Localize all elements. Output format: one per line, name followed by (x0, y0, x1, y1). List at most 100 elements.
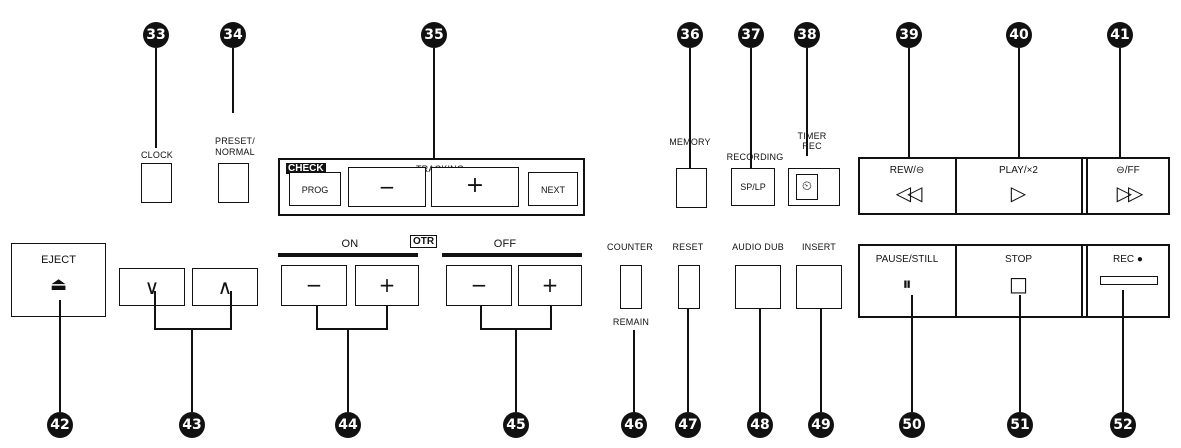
leader-line (515, 328, 517, 412)
callout-38: 38 (794, 22, 820, 48)
transport-bottom-panel (858, 244, 1170, 318)
memory-button[interactable] (676, 168, 707, 208)
callout-45: 45 (503, 412, 529, 438)
off-bar (442, 253, 582, 257)
pause-icon: ⏸ (902, 274, 912, 295)
otr-label: OTR (410, 235, 438, 248)
leader-line (689, 48, 691, 170)
eject-button[interactable]: EJECT ⏏ (11, 243, 106, 317)
divider (1081, 244, 1083, 318)
leader-line (633, 330, 635, 412)
leader-line (1018, 48, 1020, 158)
leader-line (550, 306, 552, 330)
divider (955, 244, 957, 318)
next-label: NEXT (540, 185, 565, 195)
clock-label: CLOCK (140, 150, 173, 160)
check-label: CHECK (286, 163, 326, 174)
on-minus-button[interactable]: − (281, 265, 347, 306)
next-button[interactable]: NEXT (528, 172, 578, 206)
memory-label: MEMORY (669, 137, 711, 147)
divider (1086, 157, 1088, 215)
callout-44: 44 (335, 412, 361, 438)
remain-label: REMAIN (612, 317, 650, 327)
pause-still-button[interactable]: PAUSE/STILL ⏸ (860, 246, 954, 316)
callout-50: 50 (899, 412, 925, 438)
preset-normal-button[interactable] (218, 163, 249, 203)
stop-label: STOP (1004, 254, 1033, 265)
leader-line (1119, 48, 1121, 158)
off-minus-button[interactable]: − (446, 265, 512, 306)
divider (1086, 244, 1088, 318)
leader-line (155, 48, 157, 148)
stop-icon: □ (1009, 272, 1028, 296)
timer-label-line1: TIMER (797, 131, 827, 141)
callout-40: 40 (1006, 22, 1032, 48)
play-button[interactable]: PLAY/×2 ▷ (957, 159, 1080, 213)
callout-51: 51 (1007, 412, 1033, 438)
plus-icon: + (378, 273, 396, 297)
leader-line (687, 309, 689, 412)
preset-label-line2: NORMAL (215, 147, 255, 157)
preset-label-line1: PRESET/ (215, 136, 255, 146)
callout-34: 34 (220, 22, 246, 48)
rew-label: REW/ (889, 165, 916, 176)
sp-lp-button[interactable]: SP/LP (731, 168, 775, 206)
channel-down-button[interactable]: ∨ (119, 268, 185, 306)
ff-button[interactable]: ⊖/FF ▷▷ (1088, 159, 1168, 213)
timer-rec-button[interactable]: ⏲ (796, 174, 818, 200)
stop-button[interactable]: STOP □ (957, 246, 1080, 316)
callout-37: 37 (738, 22, 764, 48)
callout-39: 39 (896, 22, 922, 48)
counter-label: COUNTER (607, 242, 653, 252)
callout-43: 43 (179, 412, 205, 438)
audio-dub-button[interactable] (735, 265, 781, 309)
prog-label: PROG (301, 185, 329, 195)
leader-line (480, 306, 482, 330)
tracking-plus-button[interactable]: + (431, 167, 519, 207)
eject-label: EJECT (41, 254, 76, 266)
off-plus-button[interactable]: + (518, 265, 582, 306)
leader-line (386, 306, 388, 330)
clock-button[interactable] (141, 163, 172, 203)
callout-47: 47 (675, 412, 701, 438)
audio-dub-label: AUDIO DUB (732, 242, 784, 252)
leader-line (347, 328, 349, 412)
callout-49: 49 (808, 412, 834, 438)
prog-button[interactable]: PROG (289, 172, 341, 206)
leader-line (230, 291, 232, 329)
insert-label: INSERT (801, 242, 837, 252)
on-plus-button[interactable]: + (355, 265, 419, 306)
minus-circle-icon: ⊖ (915, 165, 925, 176)
leader-line (191, 328, 193, 412)
chevron-up-icon: ∧ (217, 275, 233, 299)
minus-circle-icon: ⊖ (1116, 165, 1125, 176)
leader-line (911, 295, 913, 412)
leader-line (820, 309, 822, 412)
callout-52: 52 (1110, 412, 1136, 438)
recording-label: RECORDING (726, 152, 784, 162)
tracking-minus-button[interactable]: − (348, 167, 426, 207)
callout-35: 35 (421, 22, 447, 48)
sp-lp-label: SP/LP (740, 182, 766, 192)
transport-top-panel (858, 157, 1170, 215)
leader-line (154, 328, 232, 330)
chevron-down-icon: ∨ (144, 275, 160, 299)
pause-still-label: PAUSE/STILL (875, 254, 939, 265)
minus-icon: − (378, 175, 396, 199)
callout-46: 46 (621, 412, 647, 438)
leader-line (1019, 295, 1021, 412)
play-label: PLAY/×2 (998, 165, 1038, 176)
counter-remain-button[interactable] (620, 265, 642, 309)
leader-line (232, 48, 234, 113)
rew-button[interactable]: REW/⊖ ◁◁ (860, 159, 954, 213)
reset-button[interactable] (678, 265, 700, 309)
leader-line (316, 306, 318, 330)
insert-button[interactable] (796, 265, 842, 309)
rec-button[interactable]: REC ● (1088, 246, 1168, 316)
leader-line (908, 48, 910, 158)
channel-up-button[interactable]: ∧ (192, 268, 258, 306)
rec-dot-icon: ● (1136, 254, 1143, 265)
callout-41: 41 (1107, 22, 1133, 48)
reset-label: RESET (672, 242, 704, 252)
leader-line (316, 328, 388, 330)
